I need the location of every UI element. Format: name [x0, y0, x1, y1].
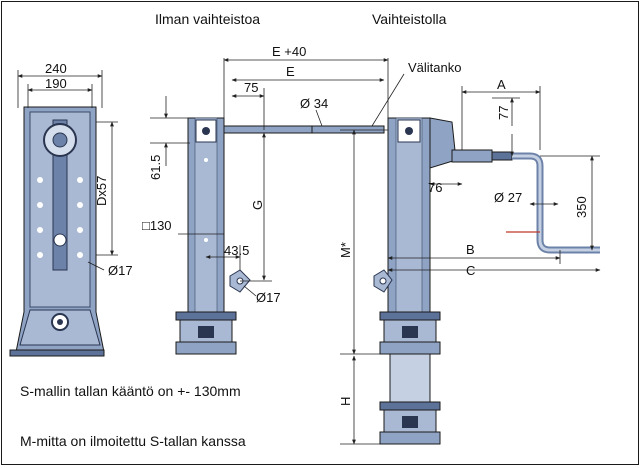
- dim-240: 240: [45, 61, 67, 76]
- intermediate-shaft: [311, 125, 385, 134]
- dim-b: B: [466, 242, 475, 257]
- dim-61-5: 61.5: [148, 155, 163, 180]
- dim-diameter-34: Ø 34: [300, 96, 328, 111]
- heading-with-gearbox: Vaihteistolla: [372, 11, 447, 27]
- note-m-measure: M-mitta on ilmoitettu S-tallan kanssa: [20, 433, 246, 449]
- dim-c: C: [466, 263, 475, 278]
- side-view-jack-plain: [175, 117, 315, 355]
- dim-g: G: [250, 200, 265, 210]
- dim-dx57: Dx57: [94, 176, 109, 206]
- heading-without-gearbox: Ilman vaihteistoa: [155, 11, 260, 27]
- label-valitanko: Välitanko: [408, 60, 461, 75]
- dim-75: 75: [244, 80, 258, 95]
- front-view-jack: [9, 106, 105, 357]
- side-view-jack-gearbox: [373, 117, 513, 445]
- dim-e: E: [286, 64, 295, 79]
- dim-e-plus-40: E +40: [272, 44, 306, 59]
- dim-m: M*: [338, 242, 353, 258]
- dim-77: 77: [496, 106, 511, 120]
- front-view-dimensions: [17, 70, 118, 271]
- dim-a: A: [497, 77, 506, 92]
- dim-190: 190: [45, 76, 67, 91]
- dim-diameter-17-side: Ø17: [256, 290, 281, 305]
- note-foot-rotation: S-mallin tallan kääntö on +- 130mm: [20, 383, 241, 399]
- dim-43-5: 43.5: [224, 243, 249, 258]
- dim-diameter-17-front: Ø17: [108, 263, 133, 278]
- dim-h: H: [338, 397, 353, 406]
- dimension-lines: [150, 58, 601, 445]
- dim-350: 350: [574, 196, 589, 218]
- dim-diameter-27: Ø 27: [494, 190, 522, 205]
- dim-76: 76: [428, 180, 442, 195]
- dim-square-130: □130: [142, 218, 172, 233]
